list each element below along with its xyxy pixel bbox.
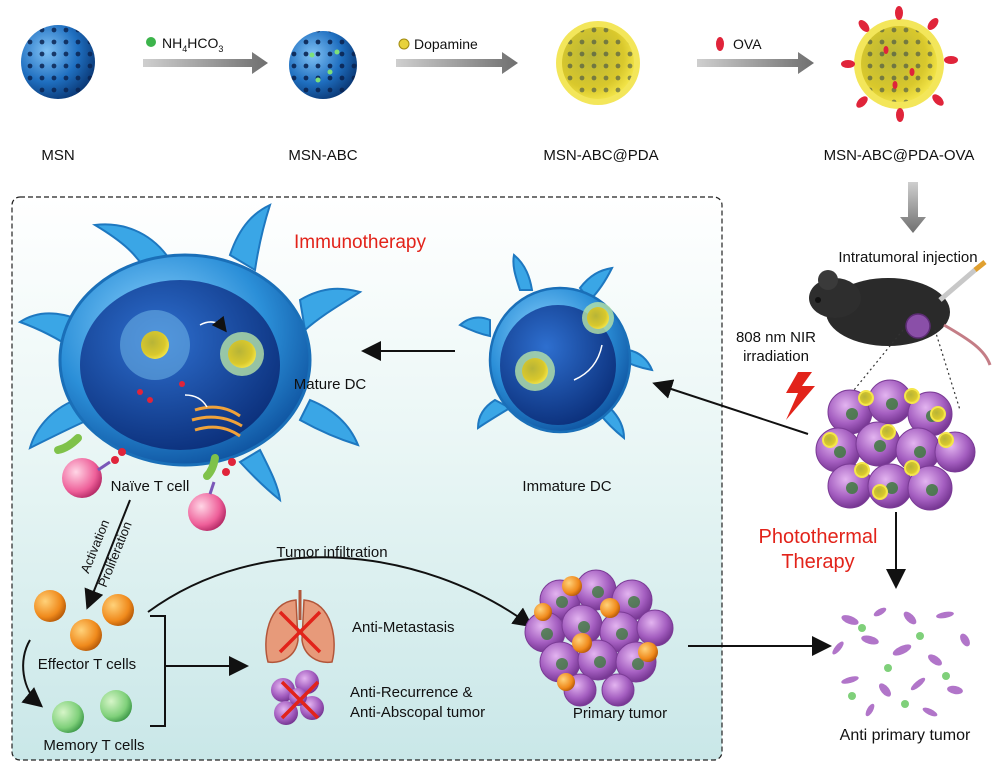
- naive-t-cell-icon: [62, 458, 226, 531]
- label-msn-abc-pda: MSN-ABC@PDA: [543, 147, 658, 164]
- label-anti-recurrence-1: Anti-Recurrence &: [350, 684, 473, 701]
- label-immature-dc: Immature DC: [522, 478, 611, 495]
- arrow-to-injection: [900, 182, 926, 233]
- label-intratumoral-injection: Intratumoral injection: [838, 249, 977, 266]
- arrow-step2: [396, 52, 518, 74]
- nh4hco3-dot-icon: [146, 37, 156, 47]
- label-photothermal-2: Therapy: [781, 551, 854, 573]
- reagent-dopamine: Dopamine: [414, 36, 478, 52]
- zoom-lines: [835, 329, 961, 413]
- ova-icon: [716, 37, 724, 51]
- label-effector-t-cells: Effector T cells: [38, 656, 136, 673]
- cross-icon-2: [280, 680, 320, 720]
- reagent-ova: OVA: [733, 36, 762, 52]
- memory-t-cells-icon: [52, 690, 132, 733]
- arrow-activation: [84, 499, 131, 610]
- primary-tumor-icon: [524, 569, 674, 707]
- reagent-nh4hco3: NH4HCO3: [162, 35, 223, 54]
- arrow-effector-to-memory: [21, 639, 44, 708]
- label-primary-tumor: Primary tumor: [573, 705, 667, 722]
- cross-icon: [278, 610, 322, 654]
- effector-t-cells-icon: [34, 590, 134, 651]
- label-anti-primary-tumor: Anti primary tumor: [840, 727, 971, 744]
- label-photothermal-1: Photothermal: [759, 526, 878, 548]
- ablated-tumor-icon: [832, 607, 970, 717]
- lightning-icon: [786, 372, 815, 420]
- arrow-tumor-to-immature-dc: [652, 379, 809, 435]
- label-memory-t-cells: Memory T cells: [43, 737, 144, 754]
- label-mature-dc: Mature DC: [294, 376, 367, 393]
- label-tumor-infiltration: Tumor infiltration: [276, 544, 387, 561]
- label-naive-t-cell: Naïve T cell: [111, 478, 190, 495]
- particle-msn-abc-pda-ova: [841, 6, 958, 122]
- particle-msn-abc-pda: [556, 21, 640, 105]
- label-msn-abc: MSN-ABC: [288, 147, 357, 164]
- label-msn-abc-pda-ova: MSN-ABC@PDA-OVA: [824, 147, 975, 164]
- label-msn: MSN: [41, 147, 74, 164]
- bracket: [150, 615, 166, 727]
- mouse-icon: [809, 260, 992, 366]
- lungs-icon: [265, 590, 335, 664]
- arrow-tumor-infiltration: [147, 556, 534, 628]
- immature-dc-cell: [458, 253, 654, 441]
- arrow-step1: [143, 52, 268, 74]
- label-nir-1: 808 nm NIR: [736, 329, 816, 346]
- arrow-step3: [697, 52, 814, 74]
- immunotherapy-title: Immunotherapy: [294, 232, 427, 253]
- dopamine-dot-icon: [398, 38, 410, 50]
- label-anti-metastasis: Anti-Metastasis: [352, 619, 455, 636]
- mature-dc-cell: [17, 203, 363, 503]
- particle-msn: [21, 25, 95, 99]
- recurrence-tumor-icon: [271, 670, 324, 725]
- label-nir-2: irradiation: [743, 348, 809, 365]
- treated-tumor-icon: [815, 379, 976, 511]
- label-anti-recurrence-2: Anti-Abscopal tumor: [350, 704, 485, 721]
- particle-msn-abc: [289, 31, 357, 99]
